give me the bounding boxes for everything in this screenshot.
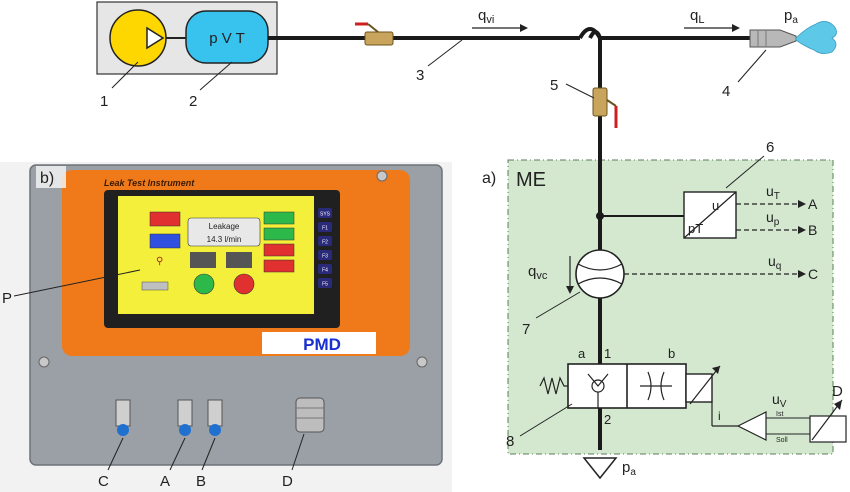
soll-label: Soll <box>776 437 788 444</box>
svg-text:SYS: SYS <box>320 212 331 218</box>
output-C: C <box>808 266 818 282</box>
leakage-display <box>187 217 261 247</box>
brand-badge <box>262 332 376 354</box>
num-7: 7 <box>522 321 530 338</box>
svg-text:F2: F2 <box>322 240 328 246</box>
screen-btn-gray[interactable] <box>141 281 169 291</box>
side-btn-f2[interactable]: F2 <box>318 236 332 246</box>
leader-1 <box>111 61 139 89</box>
panel-a-tag: a) <box>482 170 496 187</box>
port-1: 1 <box>604 346 611 361</box>
flow-meter <box>575 249 625 299</box>
port-a: a <box>578 346 586 361</box>
sensor-u: u <box>712 198 719 213</box>
num-1: 1 <box>100 93 108 110</box>
svg-text:F4: F4 <box>322 268 328 274</box>
num-3: 3 <box>416 67 424 84</box>
screen-btn-green-2[interactable] <box>263 227 295 241</box>
pressure-outlet-label: pa <box>622 459 636 478</box>
side-btn-f4[interactable]: F4 <box>318 264 332 274</box>
brand-logo: PMD <box>303 335 341 354</box>
svg-text:F5: F5 <box>322 282 328 288</box>
panel-b-tag: b) <box>40 170 54 187</box>
setpoint-box <box>809 415 847 443</box>
output-A: A <box>808 196 818 212</box>
port-i: i <box>718 409 721 423</box>
flow-qvi-label: qvi <box>478 7 494 26</box>
sensor-pt: pT <box>688 221 703 236</box>
screen-start-button[interactable] <box>193 273 215 295</box>
num-5: 5 <box>550 77 558 94</box>
leader-6 <box>725 155 765 189</box>
num-6: 6 <box>766 139 774 156</box>
flow-ql-label: qL <box>690 7 704 26</box>
screw-br <box>416 356 428 368</box>
screw-bl <box>38 356 50 368</box>
side-btn-f5[interactable]: F5 <box>318 278 332 288</box>
leader-4 <box>737 49 767 83</box>
solenoid-valve <box>539 363 721 409</box>
side-btn-f1[interactable]: F1 <box>318 222 332 232</box>
ball-valve-branch <box>592 87 618 128</box>
leader-5 <box>565 83 595 99</box>
connector-label-d: D <box>282 473 293 490</box>
connector-label-b: B <box>196 473 206 490</box>
label-D-right: D <box>832 383 843 400</box>
screen-btn-green-1[interactable] <box>263 211 295 225</box>
pressure-nozzle-label: pa <box>784 7 798 26</box>
screen-btn-red-3[interactable] <box>263 259 295 273</box>
output-B: B <box>808 222 817 238</box>
air-jet-icon <box>795 21 837 54</box>
num-4: 4 <box>722 83 730 100</box>
ambient-triangle-icon <box>582 457 618 480</box>
screen-btn-red-1[interactable] <box>149 211 181 227</box>
svg-text:F3: F3 <box>322 254 328 260</box>
num-2: 2 <box>189 93 197 110</box>
nozzle <box>749 21 837 54</box>
connector-label-a: A <box>160 473 170 490</box>
screen-btn-blue[interactable] <box>149 233 181 249</box>
signal-uq-label: uq <box>768 253 781 272</box>
pointer-p-leader <box>13 269 141 297</box>
pointer-p-label: P <box>2 290 12 307</box>
connector-c <box>115 399 131 436</box>
spring-icon <box>539 376 568 395</box>
side-btn-f3[interactable]: F3 <box>318 250 332 260</box>
leader-2 <box>199 61 233 91</box>
me-title: ME <box>516 169 546 191</box>
connector-b <box>207 399 223 436</box>
num-8: 8 <box>506 433 514 450</box>
flow-qvc-label: qvc <box>528 263 548 282</box>
screw-tr <box>376 170 388 182</box>
ist-label: Ist <box>776 411 783 418</box>
tank-label: p V T <box>209 30 245 47</box>
svg-text:F1: F1 <box>322 226 328 232</box>
screen-digit-1 <box>190 252 216 268</box>
instrument-title: Leak Test Instrument <box>104 178 195 188</box>
amplifier-icon <box>736 411 767 441</box>
pump-triangle-icon <box>146 26 165 50</box>
connector-label-c: C <box>98 473 109 490</box>
leakage-value: 14.3 l/min <box>207 235 242 244</box>
ball-valve-main <box>355 22 394 46</box>
side-btn-sys[interactable]: SYS <box>318 208 332 218</box>
screen-stop-button[interactable] <box>233 273 255 295</box>
leader-3 <box>427 39 463 67</box>
vertical-pipe <box>588 30 602 450</box>
connector-a <box>177 399 193 436</box>
side-buttons: SYS F1 F2 F3 F4 F5 <box>318 208 332 288</box>
screen-btn-red-2[interactable] <box>263 243 295 257</box>
signal-uv-label: uV <box>772 391 787 410</box>
screen-valve-icon: ⚲ <box>156 256 163 267</box>
leader-8 <box>519 403 573 437</box>
connector-d <box>295 397 325 433</box>
screen-digit-2 <box>226 252 252 268</box>
signal-uT-label: uT <box>766 183 780 202</box>
port-b: b <box>668 346 675 361</box>
leader-7 <box>535 291 581 319</box>
port-2: 2 <box>604 412 611 427</box>
signal-up-label: up <box>766 209 780 228</box>
leakage-label: Leakage <box>209 222 240 231</box>
